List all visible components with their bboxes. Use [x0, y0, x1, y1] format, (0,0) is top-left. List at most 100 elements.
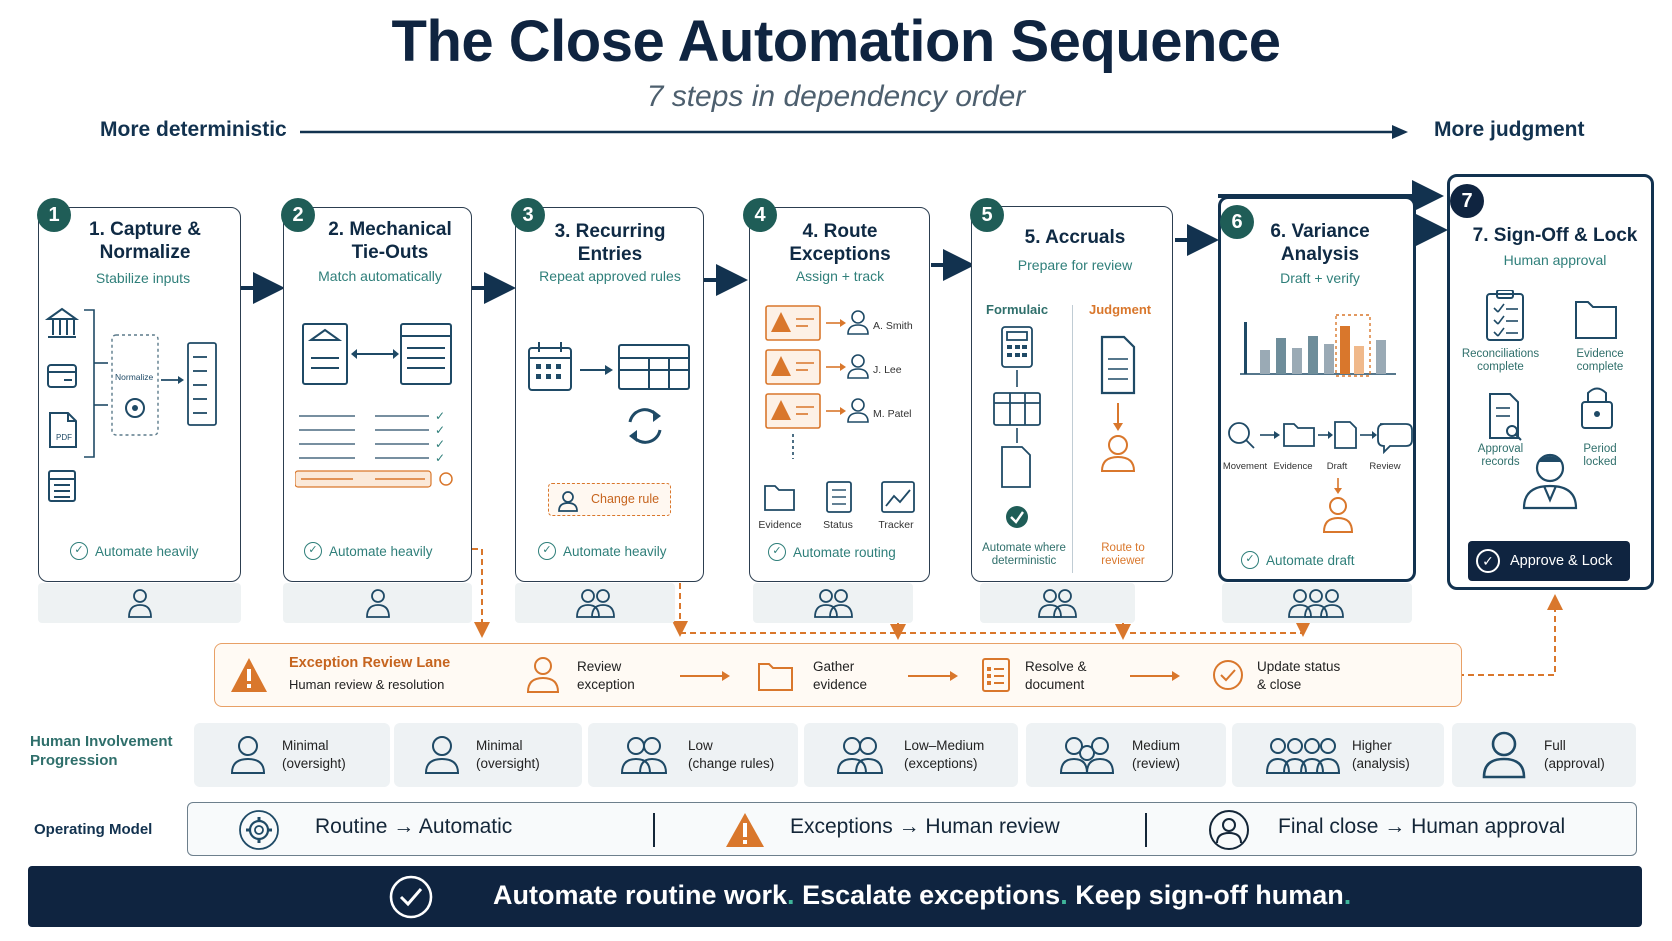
- check-circle-icon: ✓: [1476, 549, 1500, 573]
- flow-draft: Draft: [1326, 461, 1348, 472]
- involvement-level-6: Higher(analysis): [1232, 723, 1444, 787]
- approve-lock-button[interactable]: ✓ Approve & Lock: [1468, 541, 1630, 581]
- bank-statement-icon: [302, 323, 348, 385]
- step-number-3: 3: [511, 198, 545, 232]
- axis-right-label: More judgment: [1434, 118, 1585, 141]
- route-exceptions-illustration: [765, 305, 869, 459]
- table-icon: [993, 392, 1041, 426]
- accruals-divider: [1072, 305, 1074, 573]
- tool-evidence: Evidence: [758, 519, 802, 531]
- involvement-level-4: Low–Medium(exceptions): [804, 723, 1018, 787]
- step-4-footer: ✓Automate routing: [768, 543, 896, 561]
- svg-text:✓: ✓: [435, 451, 445, 465]
- step-subtitle-2: Match automatically: [318, 268, 442, 284]
- variance-reviewer: [1322, 478, 1354, 533]
- determinism-arrow: [300, 125, 1408, 139]
- assignee-3: M. Patel: [873, 408, 912, 420]
- page-subtitle: 7 steps in dependency order: [646, 80, 1026, 113]
- step-subtitle-6: Draft + verify: [1280, 270, 1360, 286]
- step-number-5: 5: [970, 198, 1004, 232]
- step-card-1: [38, 207, 241, 582]
- svg-text:✓: ✓: [435, 437, 445, 451]
- draft-doc-icon: [1334, 421, 1357, 449]
- step-number-1: 1: [37, 198, 71, 232]
- lane-arrow-1: [680, 671, 730, 681]
- om-routine: Routine → Automatic: [315, 815, 513, 838]
- step-card-6: [1218, 196, 1416, 582]
- folder-icon: [764, 485, 795, 511]
- operating-model-bar: Routine → Automatic Exceptions → Human r…: [187, 802, 1637, 856]
- user-circle-icon: [1209, 810, 1249, 850]
- step-subtitle-4: Assign + track: [795, 268, 885, 284]
- step-subtitle-1: Stabilize inputs: [95, 270, 191, 286]
- ledger-icon: [400, 323, 452, 385]
- three-people-icon: [1060, 737, 1115, 774]
- check-circle-icon: ✓: [304, 542, 322, 560]
- svg-text:Normalize: Normalize: [115, 372, 154, 382]
- axis-left-label: More deterministic: [100, 118, 287, 141]
- step-3-footer: ✓Automate heavily: [538, 542, 667, 560]
- tool-tracker: Tracker: [878, 519, 914, 531]
- flow-movement: Movement: [1222, 461, 1268, 472]
- step-subtitle-3: Repeat approved rules: [539, 268, 681, 284]
- svg-text:PDF: PDF: [56, 433, 72, 442]
- lane-step-4: Update status& close: [1257, 659, 1341, 692]
- gear-icon: [125, 398, 145, 418]
- step-3-people: [515, 583, 675, 623]
- step-1-people: [38, 583, 241, 623]
- recurring-entries-illustration: [528, 342, 690, 444]
- exception-review-lane: Exception Review Lane Human review & res…: [214, 643, 1462, 707]
- signoff-illustration: [1486, 290, 1617, 510]
- calendar-icon: [528, 342, 572, 391]
- step-subtitle-5: Prepare for review: [1017, 257, 1133, 273]
- evidence-folder-icon: [1575, 301, 1617, 339]
- assignee-1: A. Smith: [873, 320, 913, 332]
- capture-normalize-illustration: PDF Normalize: [44, 307, 217, 502]
- om-divider-2: [1145, 813, 1147, 847]
- step-number-4: 4: [743, 198, 777, 232]
- reviewer-person-icon: [1322, 497, 1354, 533]
- check-circle-icon: ✓: [768, 543, 786, 561]
- clipboard-icon: [1486, 293, 1524, 341]
- person-icon: [1482, 731, 1526, 779]
- involvement-level-7: Full(approval): [1452, 723, 1636, 787]
- summary-banner: Automate routine work. Escalate exceptio…: [28, 866, 1642, 927]
- step-5-people: [980, 583, 1135, 623]
- check-circle-icon: ✓: [70, 542, 88, 560]
- four-people-icon: [1266, 738, 1340, 774]
- lane-arrow-3: [1130, 671, 1180, 681]
- step-card-2: [283, 207, 472, 582]
- two-people-icon: [814, 589, 853, 618]
- magnifier-icon: [1228, 422, 1250, 444]
- spreadsheet-icon: [48, 470, 76, 502]
- page-title: The Close Automation Sequence: [391, 9, 1281, 74]
- assignee-2: J. Lee: [873, 364, 902, 376]
- person-icon: [128, 589, 152, 618]
- judgment-doc-icon: [1100, 335, 1136, 395]
- lane-title: Exception Review Lane: [289, 655, 451, 671]
- warning-icon: [231, 658, 267, 692]
- step-number-2: 2: [281, 198, 315, 232]
- exception-row-3: [765, 393, 821, 429]
- lock-icon: [1581, 401, 1613, 429]
- banner-text: Automate routine work. Escalate exceptio…: [493, 880, 1352, 910]
- change-rule-box: Change rule: [548, 483, 671, 516]
- check-circle-icon: ✓: [1241, 551, 1259, 569]
- person-icon: [230, 736, 266, 774]
- step-card-7: [1447, 174, 1654, 590]
- step-6-people: [1222, 583, 1412, 623]
- folder-icon: [1283, 423, 1315, 447]
- three-people-icon: [1288, 589, 1344, 618]
- check-filled-icon: [1006, 506, 1028, 528]
- exception-row-1: [765, 305, 821, 341]
- svg-text:✓: ✓: [435, 423, 445, 437]
- calculator-icon: [1001, 326, 1033, 368]
- check-circle-icon: [389, 875, 433, 919]
- flow-evidence: Evidence: [1273, 461, 1313, 472]
- step-number-7: 7: [1450, 184, 1484, 218]
